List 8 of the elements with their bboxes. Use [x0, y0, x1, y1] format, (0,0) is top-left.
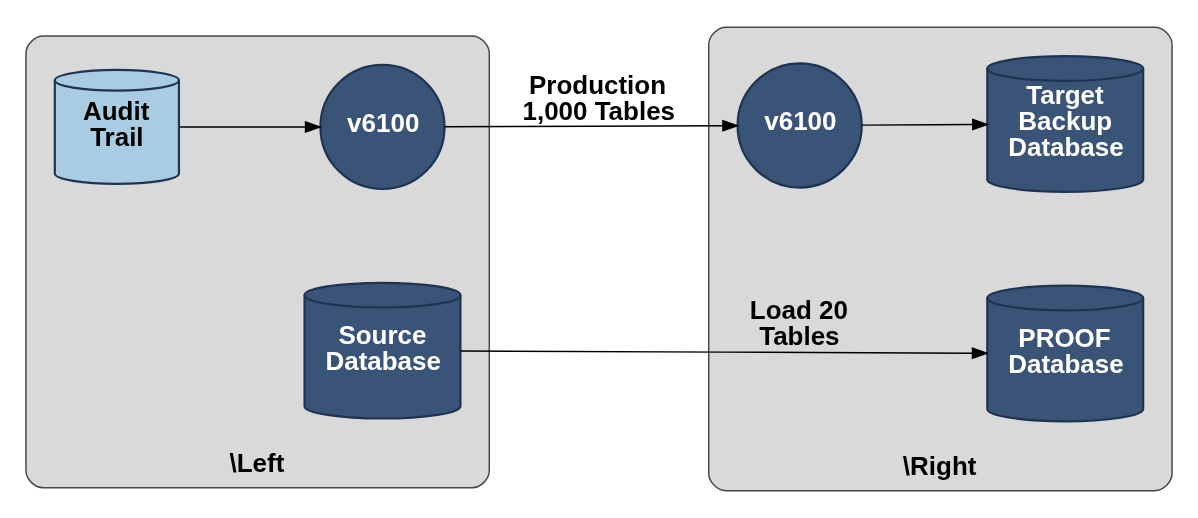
arrow [459, 347, 990, 360]
node-circle: v6100 [319, 63, 446, 191]
edge-label: Load 20 Tables [749, 295, 848, 352]
arrow [178, 120, 323, 133]
arrow [861, 118, 990, 131]
edge-label: Production 1,000 Tables [522, 70, 676, 127]
node-circle: v6100 [736, 62, 863, 189]
arrow [443, 119, 740, 132]
